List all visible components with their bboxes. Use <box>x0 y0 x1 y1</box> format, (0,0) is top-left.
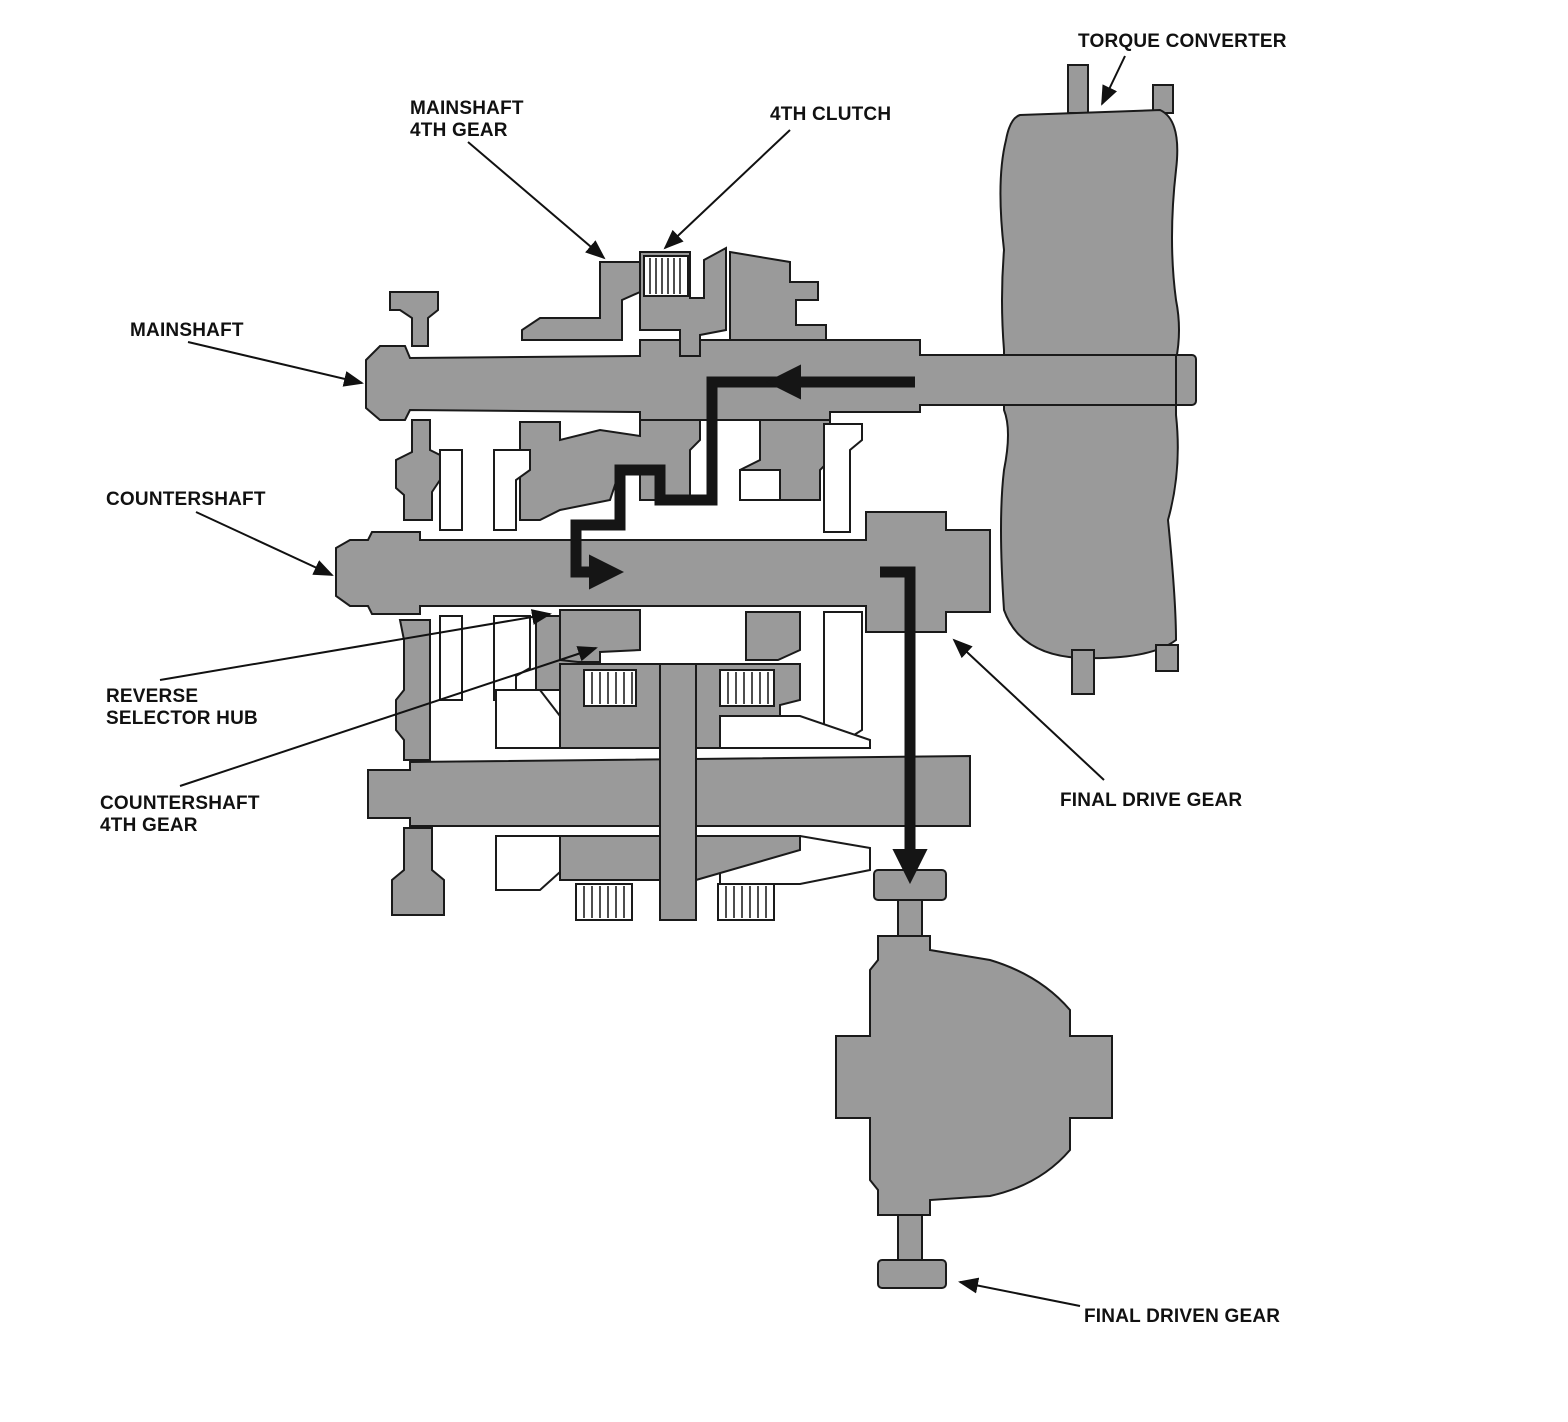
leader-torque-converter <box>1101 55 1126 106</box>
leader-countershaft <box>195 511 334 576</box>
leader-mainshaft <box>187 341 364 387</box>
leader-mainshaft-4th-gear <box>467 141 606 260</box>
label-countershaft: COUNTERSHAFT <box>106 489 266 510</box>
label-4th-clutch: 4TH CLUTCH <box>770 104 891 125</box>
label-mainshaft: MAINSHAFT <box>130 320 244 341</box>
label-countershaft-4th-gear-line1: COUNTERSHAFT <box>100 793 260 814</box>
label-mainshaft-4th-gear-line2: 4TH GEAR <box>410 120 508 141</box>
flow-final-drive-to-driven <box>880 566 928 885</box>
label-reverse-selector-hub-line1: REVERSE <box>106 686 198 707</box>
final-driven-gear-assembly <box>835 869 1113 1289</box>
leader-4th-clutch <box>663 129 791 250</box>
label-countershaft-4th-gear-line2: 4TH GEAR <box>100 815 198 836</box>
label-final-drive-gear: FINAL DRIVE GEAR <box>1060 790 1242 811</box>
callout-labels: TORQUE CONVERTER MAINSHAFT 4TH GEAR 4TH … <box>100 31 1287 1327</box>
flow-torque-converter-to-clutch <box>570 376 915 590</box>
leader-lines <box>159 55 1126 1307</box>
label-reverse-selector-hub-line2: SELECTOR HUB <box>106 708 258 729</box>
leader-final-drive-gear <box>952 638 1105 781</box>
secondary-shaft <box>367 619 971 921</box>
leader-final-driven-gear <box>958 1277 1081 1307</box>
lower-clutch-plates <box>575 669 775 921</box>
label-torque-converter: TORQUE CONVERTER <box>1078 31 1287 52</box>
leader-reverse-selector-hub <box>159 609 552 681</box>
leader-countershaft-4th-gear <box>179 646 598 787</box>
power-flow-path <box>570 364 928 885</box>
label-mainshaft-4th-gear-line1: MAINSHAFT <box>410 98 524 119</box>
label-final-driven-gear: FINAL DRIVEN GEAR <box>1084 1306 1280 1327</box>
